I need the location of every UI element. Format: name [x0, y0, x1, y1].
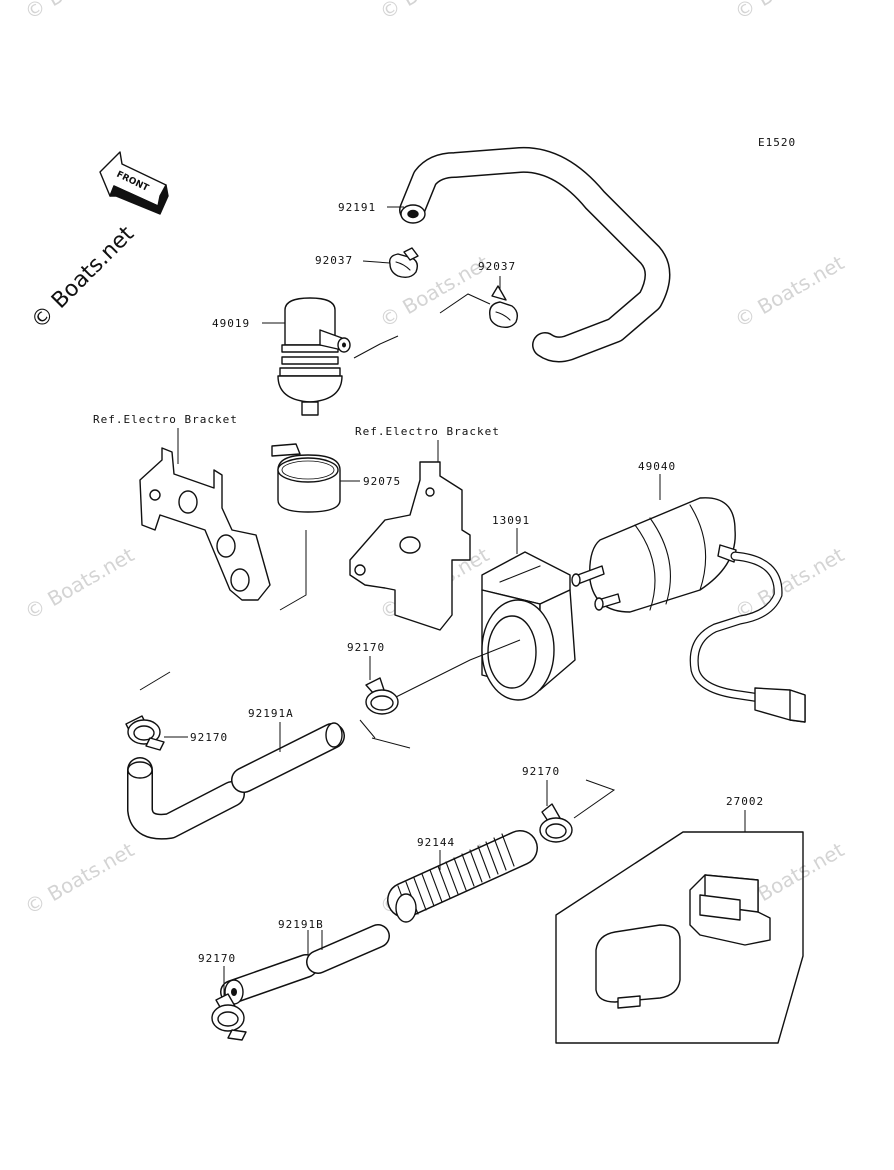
label-49040: 49040 — [638, 460, 676, 473]
fuel-filter-49019 — [277, 297, 351, 416]
watermark: © Boats.net — [21, 837, 139, 919]
label-92037-right: 92037 — [478, 260, 516, 273]
brand-mark: © Boats.net — [27, 221, 140, 334]
label-92191A: 92191A — [248, 707, 294, 720]
label-49019: 49019 — [212, 317, 250, 330]
clamp-92037-left — [388, 247, 419, 279]
label-92191B: 92191B — [278, 918, 324, 931]
label-92075: 92075 — [363, 475, 401, 488]
clamp-92170-left — [125, 715, 165, 751]
fuel-pump-49040 — [571, 497, 806, 723]
label-27002: 27002 — [726, 795, 764, 808]
fuel-pump-holder-13091 — [481, 551, 576, 701]
label-ref-electro-bracket-left: Ref.Electro Bracket — [93, 413, 238, 426]
hose-92191A — [127, 722, 345, 840]
watermark: © Boats.net — [21, 542, 139, 624]
label-92170-upper: 92170 — [347, 641, 385, 654]
label-13091: 13091 — [492, 514, 530, 527]
kit-box-27002 — [555, 831, 804, 1044]
label-92144: 92144 — [417, 836, 455, 849]
diagram-code: E1520 — [758, 136, 796, 149]
watermark: © Boats.net — [731, 0, 849, 24]
spring-92144 — [387, 830, 538, 923]
hose-92191 — [399, 146, 671, 363]
label-92170-right: 92170 — [522, 765, 560, 778]
label-92170-left: 92170 — [190, 731, 228, 744]
label-92191: 92191 — [338, 201, 376, 214]
label-92170-bottom: 92170 — [198, 952, 236, 965]
front-arrow: FRONT — [99, 151, 169, 215]
clamp-92170-right — [539, 803, 573, 843]
clamp-92170-bottom — [211, 993, 247, 1041]
electro-bracket-left — [139, 447, 271, 601]
watermark: © Boats.net — [731, 250, 849, 332]
clamp-bracket-92075 — [271, 443, 341, 513]
watermark: © Boats.net — [21, 0, 139, 24]
electro-bracket-right — [349, 461, 471, 631]
watermark: © Boats.net — [376, 0, 494, 24]
label-92037-left: 92037 — [315, 254, 353, 267]
hose-92191B — [220, 924, 390, 1005]
clamp-92037-right — [489, 285, 519, 329]
clamp-92170-upper — [365, 677, 399, 715]
label-ref-electro-bracket-right: Ref.Electro Bracket — [355, 425, 500, 438]
